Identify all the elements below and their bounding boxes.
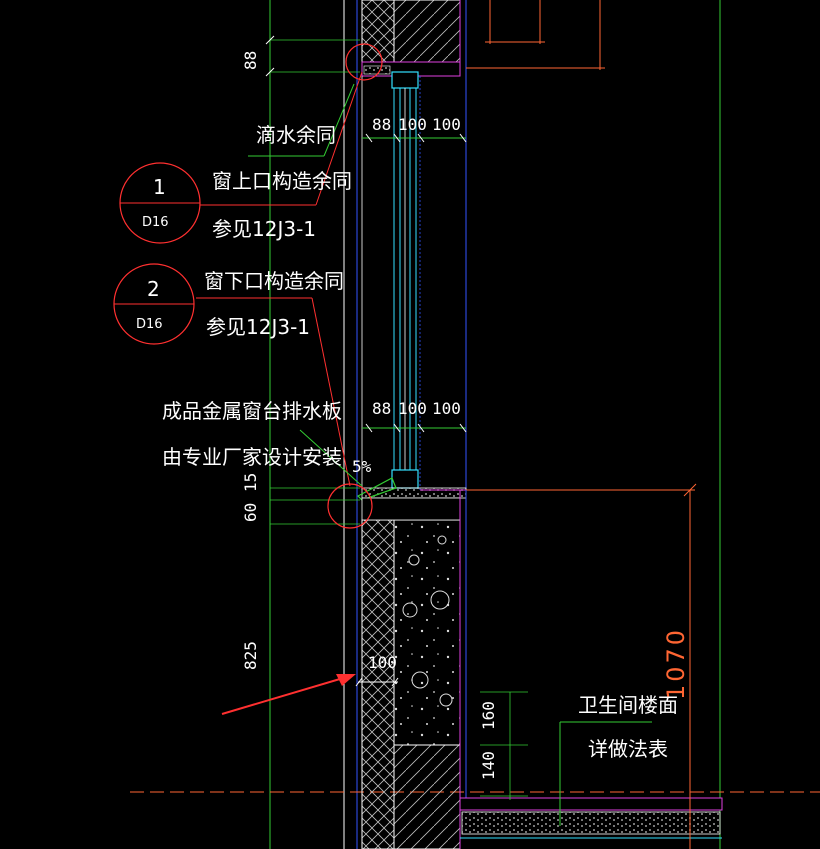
dim-lower-88: 88	[372, 399, 391, 418]
dim-upper-100b: 100	[432, 115, 461, 134]
label-sill-line2: 由专业厂家设计安装	[162, 445, 342, 469]
dim-upper-88: 88	[372, 115, 391, 134]
dim-1070: 1070	[662, 627, 690, 700]
floor-slab	[459, 797, 723, 839]
label-drip: 滴水余同	[256, 123, 336, 147]
label-window-top: 窗上口构造余同	[212, 169, 352, 193]
window-guides	[361, 76, 467, 490]
dim-140: 140	[479, 751, 498, 780]
dim-60: 60	[241, 503, 260, 522]
window-frame	[391, 71, 419, 489]
label-floor-line2: 详做法表	[588, 737, 668, 761]
detail-ref-1-number: 1	[153, 175, 166, 199]
lower-window-dims: 88 100 100	[362, 399, 467, 433]
dim-top-88: 88	[241, 51, 260, 70]
dim-160: 160	[479, 701, 498, 730]
label-window-bottom: 窗下口构造余同	[204, 269, 344, 293]
dim-upper-100a: 100	[398, 115, 427, 134]
detail-ref-1: 1 D16	[119, 162, 201, 244]
detail-ref-2-number: 2	[147, 277, 160, 301]
label-see-bottom: 参见12J3-1	[206, 315, 310, 339]
detail-ref-1-sheet: D16	[142, 215, 169, 230]
upper-wall	[361, 0, 467, 77]
leader-lines	[196, 43, 652, 826]
dim-lower-100b: 100	[432, 399, 461, 418]
detail-ref-2: 2 D16	[113, 263, 195, 345]
lower-wall	[361, 490, 467, 849]
label-see-top: 参见12J3-1	[212, 217, 316, 241]
height-1070-dim: 1070	[662, 483, 697, 849]
dim-100: 100	[368, 653, 397, 672]
annotation-labels: 滴水余同 窗上口构造余同 参见12J3-1 窗下口构造余同 参见12J3-1 成…	[162, 123, 678, 761]
dim-lower-100a: 100	[398, 399, 427, 418]
label-floor-line1: 卫生间楼面	[578, 693, 678, 717]
detail-ref-2-sheet: D16	[136, 317, 163, 332]
dim-15: 15	[241, 473, 260, 492]
right-vertical-dims: 160 140	[479, 691, 528, 800]
top-right-dims	[466, 0, 605, 70]
wall-thickness-dim: 100	[355, 653, 399, 687]
dim-825: 825	[241, 641, 260, 670]
upper-window-dims: 88 100 100	[362, 115, 467, 143]
red-pointer-arrow	[221, 674, 356, 715]
label-sill-line1: 成品金属窗台排水板	[162, 399, 342, 423]
dim-slope: 5%	[352, 457, 372, 476]
left-vertical-dims: 88 15 60 825	[241, 35, 360, 670]
guide-lines	[130, 0, 820, 849]
